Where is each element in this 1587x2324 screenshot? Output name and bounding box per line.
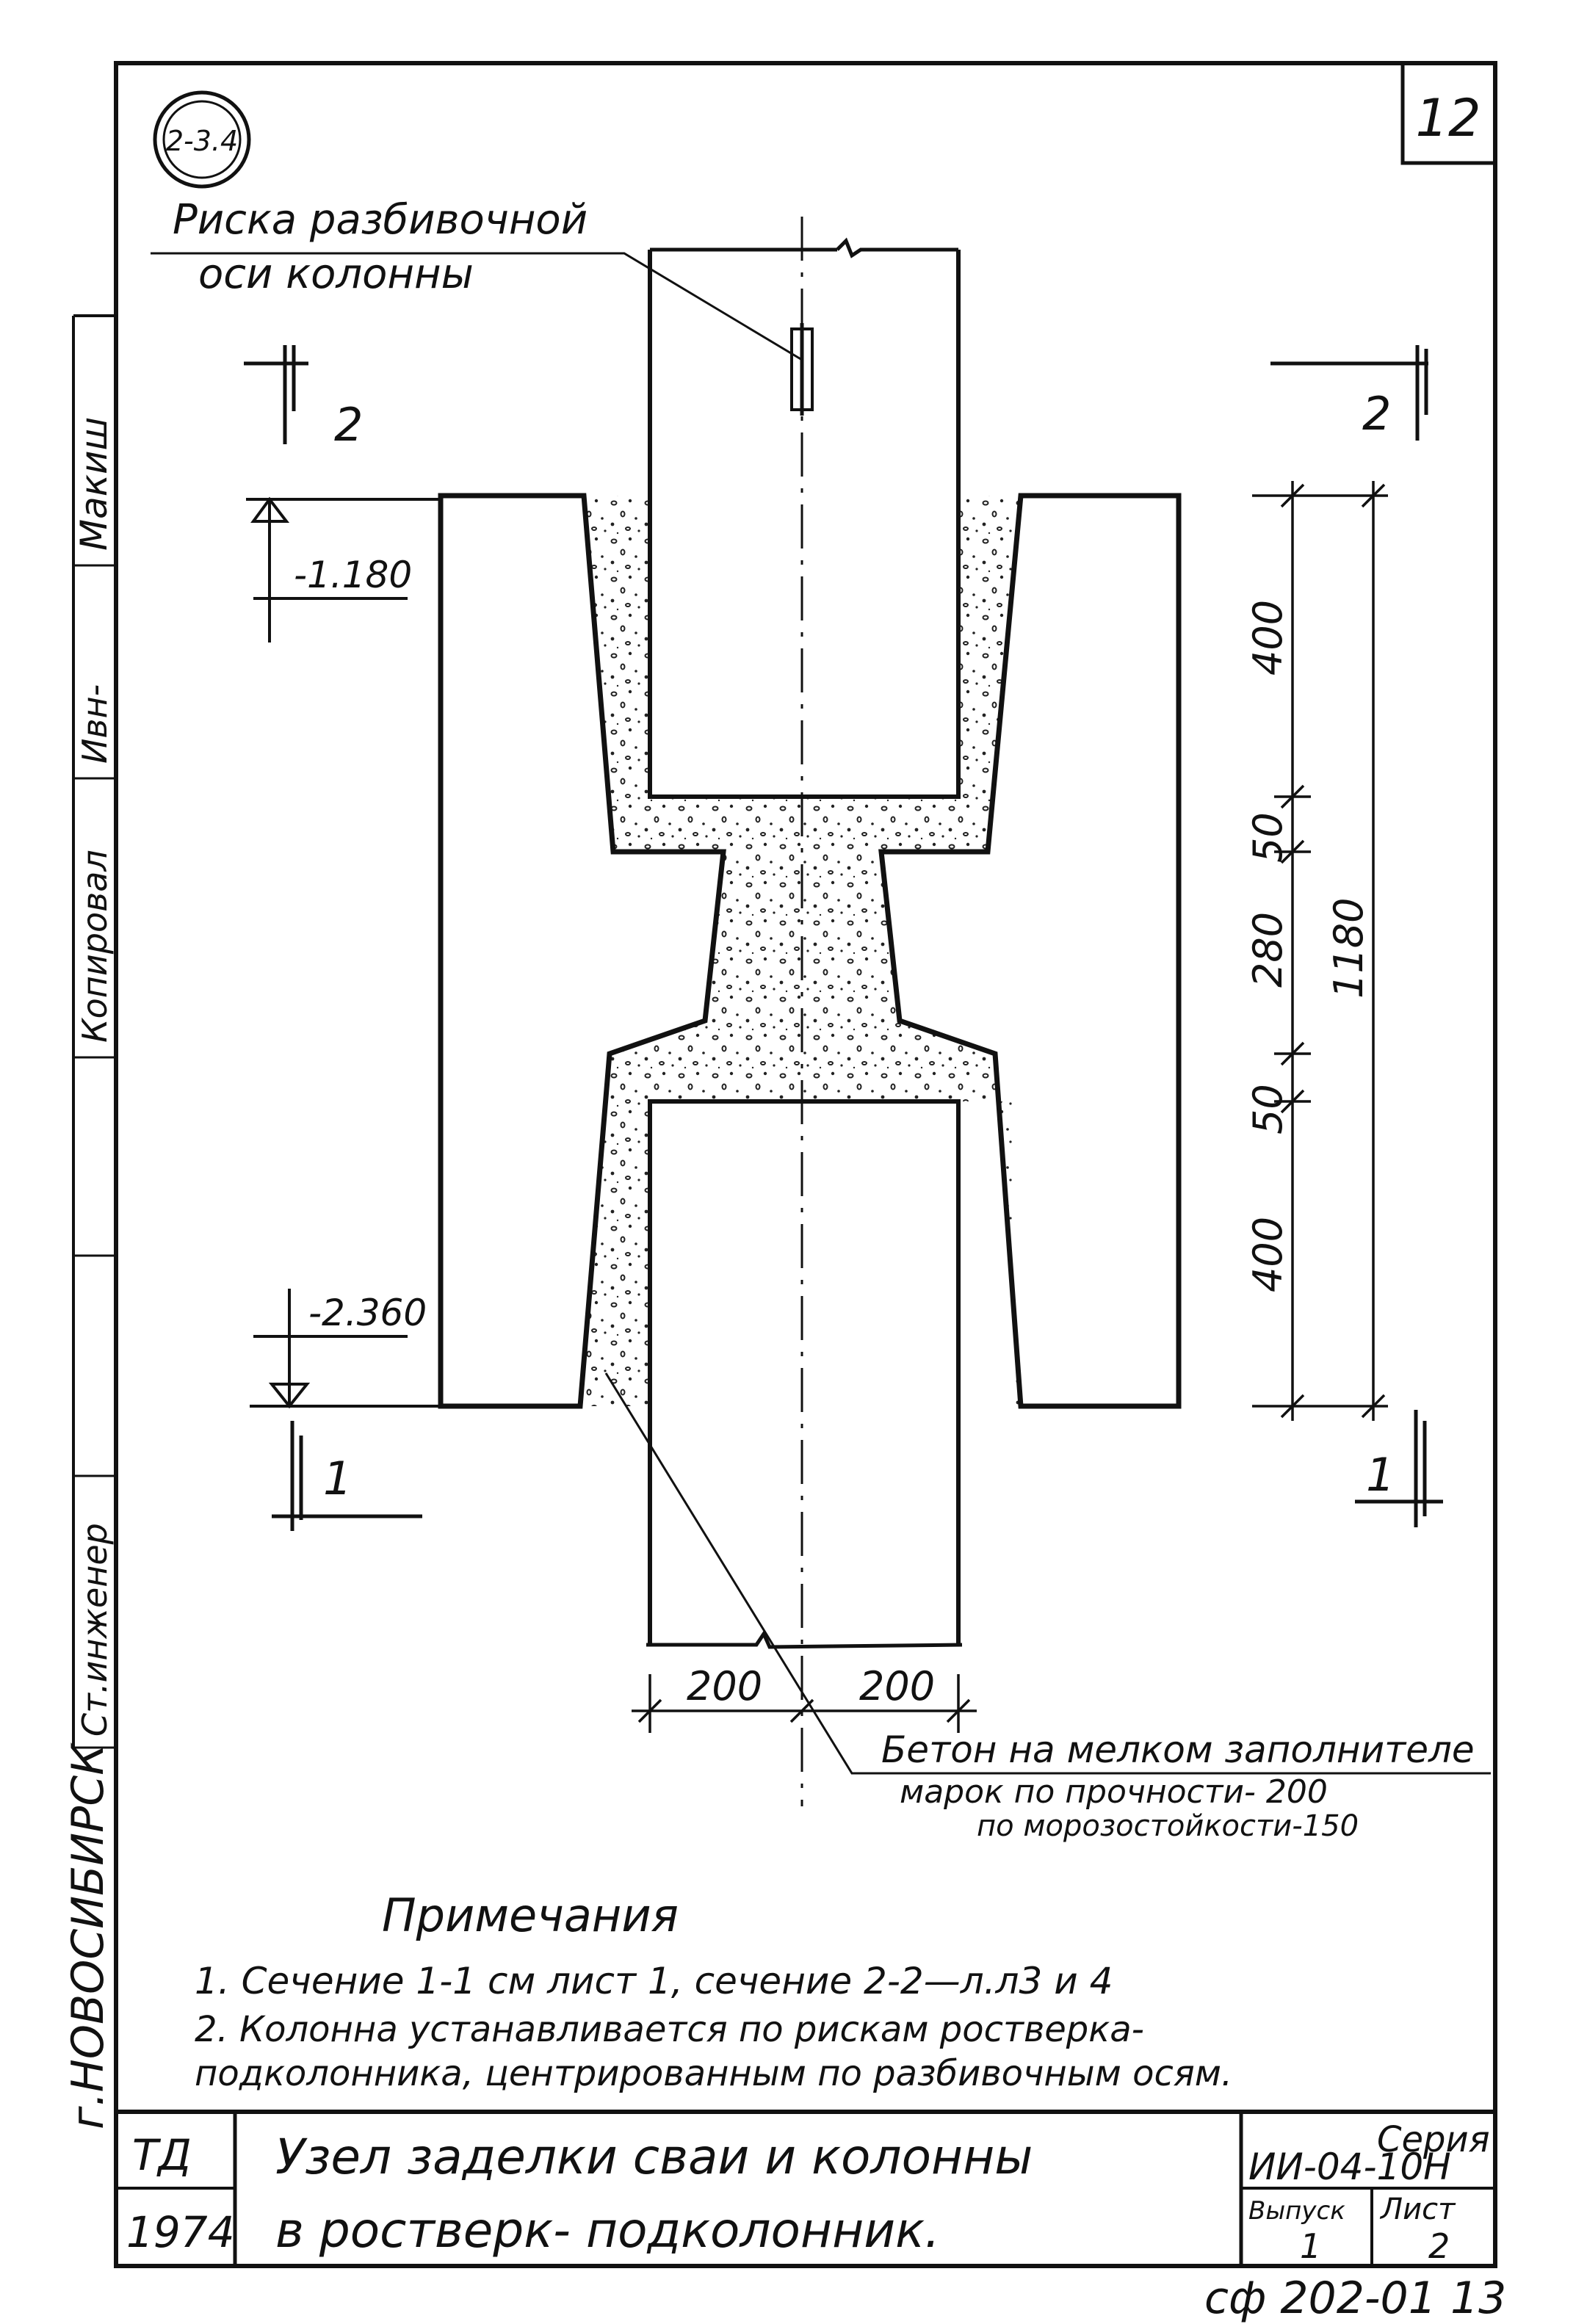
section-2-right-label: 2 [1362,387,1391,441]
dim-200-left: 200 [687,1663,762,1709]
side-stamp [72,314,116,1749]
dim-400-top: 400 [1245,600,1291,676]
section-mark-1-left [272,1421,422,1531]
elevation-mark-top [246,496,441,642]
title-org: ТД [132,2130,192,2180]
dim-1180: 1180 [1326,898,1372,999]
leader-text-line1: Риска разбивочной [173,196,588,244]
side-signature-1: Ивн- [75,684,115,764]
sheet-badge: 2-3.4 [153,90,251,189]
note-item-2a: 2. Колонна устанавливается по рискам рос… [195,2009,1144,2050]
column-outline [648,250,961,799]
sheet-label: Лист [1379,2193,1456,2226]
concrete-note-3: по морозостойкости-150 [977,1809,1359,1843]
section-mark-1-right [1355,1410,1443,1527]
series-value: ИИ-04-10Н [1248,2146,1451,2188]
section-1-left-label: 1 [323,1452,352,1505]
concrete-note-2: марок по прочности- 200 [900,1773,1328,1811]
notes-block: Примечания 1. Сечение 1-1 см лист 1, сеч… [195,1889,1232,2094]
dim-400-bottom: 400 [1245,1217,1291,1292]
pile-cap-drawing: Риска разбивочной оси колонны 2 2 1 1 [151,196,1491,1843]
note-item-1: 1. Сечение 1-1 см лист 1, сечение 2-2—л.… [195,1960,1113,2002]
dim-280: 280 [1245,912,1291,988]
title-line-1: Узел заделки сваи и колонны [275,2129,1033,2185]
stamp-bottom: сф 202-01 13 [1204,2273,1506,2324]
notes-heading: Примечания [382,1889,679,1942]
dim-50-bottom: 50 [1245,1084,1291,1134]
concrete-fill-top [584,496,1021,852]
side-name-1: Макиш [73,417,115,551]
section-mark-2-left [244,345,308,444]
dimension-chain-right [1252,481,1388,1421]
pile-outline [648,1099,961,1406]
issue-label: Выпуск [1248,2196,1345,2226]
side-city-label: г.НОВОСИБИРСК [62,1742,114,2129]
pedestal-outline-right [878,493,1182,1409]
section-mark-2-right [1270,345,1428,441]
title-year: 1974 [126,2207,235,2257]
concrete-note-1: Бетон на мелком заполнителе [881,1728,1475,1771]
concrete-fill-bottom [580,1021,1021,1406]
pedestal-outline [438,493,726,1409]
side-role-copied: Копировал [75,850,115,1043]
page-number: 12 [1415,88,1481,148]
dim-50-top: 50 [1245,812,1291,863]
title-line-2: в ростверк- подколонник. [275,2202,940,2259]
section-1-right-label: 1 [1366,1448,1395,1502]
leader-axis-mark [151,252,803,361]
leader-concrete [604,1372,1491,1775]
series-label: Серия [1377,2119,1490,2160]
leader-text-line2: оси колонны [198,250,474,298]
elevation-bottom-label: -2.360 [308,1292,427,1334]
dim-200-right: 200 [859,1663,935,1709]
title-block [114,2110,1497,2268]
elevation-top-label: -1.180 [294,554,412,596]
issue-value: 1 [1300,2226,1321,2266]
sheet-value: 2 [1428,2226,1450,2266]
note-item-2b: подколонника, центрированным по разбивоч… [195,2053,1232,2094]
sheet-badge-text: 2-3.4 [166,125,238,157]
elevation-mark-bottom [250,1289,441,1409]
side-role-engineer: Ст.инженер [75,1523,115,1737]
section-2-left-label: 2 [334,398,363,452]
